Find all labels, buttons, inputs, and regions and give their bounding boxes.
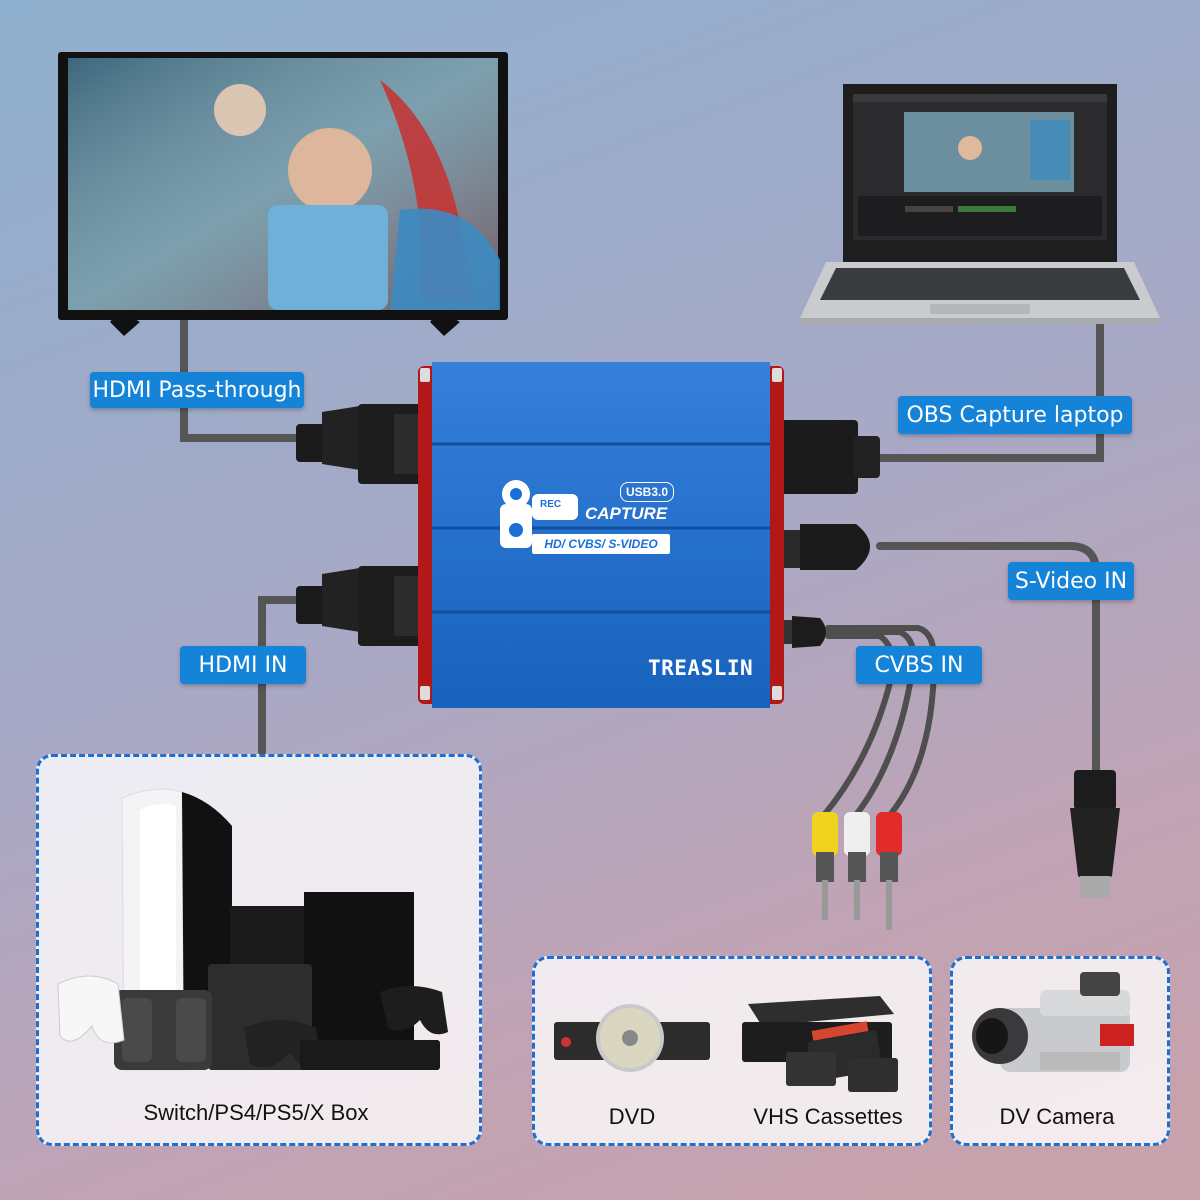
label-obs-capture-laptop: OBS Capture laptop: [898, 396, 1132, 434]
formats-strip: HD/ CVBS/ S-VIDEO: [532, 534, 670, 554]
caption-vhs: VHS Cassettes: [753, 1104, 903, 1129]
label-hdmi-in: HDMI IN: [180, 646, 306, 684]
rca-yellow-plug: [812, 812, 838, 920]
hdmi-passthrough-cable: [180, 312, 304, 442]
camera-logo-icon: [500, 480, 578, 548]
tv: [58, 52, 508, 336]
caption-dv-camera: DV Camera: [999, 1104, 1115, 1129]
tv-right-leg: [430, 310, 460, 336]
caption-dvd: DVD: [608, 1104, 656, 1129]
label-hdmi-passthrough: HDMI Pass-through: [90, 372, 304, 408]
usb-plug: [774, 420, 880, 494]
usb-cable: [874, 318, 1104, 462]
svideo-plug: [774, 524, 870, 570]
rca-white-plug: [844, 812, 870, 920]
label-cvbs-in: CVBS IN: [856, 646, 982, 684]
svideo-end-plug: [1070, 770, 1120, 898]
hdmi-passthrough-plug: [296, 404, 426, 484]
caption-consoles: Switch/PS4/PS5/X Box: [143, 1100, 369, 1125]
usb-badge: USB3.0: [620, 482, 674, 502]
panel-consoles: [36, 754, 482, 1146]
rca-red-plug: [876, 812, 902, 930]
hdmi-in-plug: [296, 566, 426, 646]
hdmi-in-cable: [258, 596, 304, 756]
laptop: [800, 84, 1160, 324]
rec-text: REC: [540, 499, 562, 510]
capture-text: CAPTURE: [585, 504, 668, 523]
label-svideo-in: S-Video IN: [1008, 562, 1134, 600]
capture-device: [418, 362, 784, 708]
tv-left-leg: [110, 310, 140, 336]
brand-logo: TREASLIN: [648, 656, 754, 680]
